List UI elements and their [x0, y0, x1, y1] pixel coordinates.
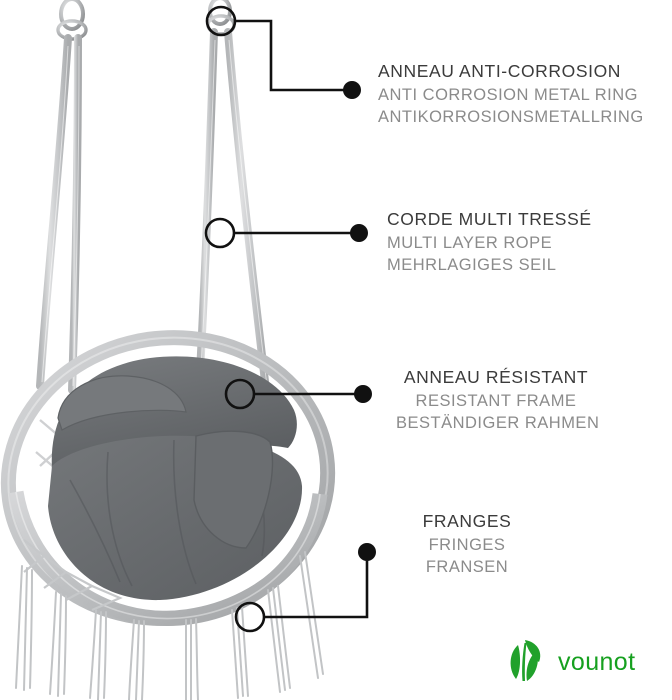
callout-1-secondary-de: ANTIKORROSIONSMETALLRING: [378, 108, 644, 127]
callout-1-primary: ANNEAU ANTI-CORROSION: [378, 61, 622, 81]
callout-anti-corrosion-ring: ANNEAU ANTI-CORROSION ANTI CORROSION MET…: [378, 60, 644, 129]
cushion-folds: [69, 439, 266, 587]
rope-braid-texture: [41, 39, 268, 387]
leaf-icon: [505, 637, 549, 688]
product-photo: [0, 0, 336, 700]
callout-4-primary: FRANGES: [422, 511, 512, 531]
callout-resistant-frame: ANNEAU RÉSISTANT RESISTANT FRAME BESTÄND…: [396, 366, 600, 435]
brand-logo: vounot: [505, 633, 660, 691]
cushion-panel: [193, 430, 274, 549]
callout-3-secondary-en: RESISTANT FRAME: [415, 391, 577, 410]
callout-3-primary: ANNEAU RÉSISTANT: [403, 367, 589, 387]
callout-multi-layer-rope: CORDE MULTI TRESSÉ MULTI LAYER ROPE MEHR…: [387, 208, 592, 277]
cushion-headrest: [57, 375, 187, 431]
callout-1-secondary-en: ANTI CORROSION METAL RING: [378, 85, 639, 104]
metal-ring-left: [56, 0, 88, 41]
brand-wordmark: vounot: [558, 647, 636, 676]
callout-2-secondary-en: MULTI LAYER ROPE: [387, 233, 553, 252]
callout-fringes: FRANGES FRINGES FRANSEN: [392, 510, 542, 579]
callout-2-primary: CORDE MULTI TRESSÉ: [387, 209, 592, 229]
callout-2-secondary-de: MEHRLAGIGES SEIL: [387, 256, 557, 275]
callout-4-secondary-de: FRANSEN: [425, 558, 509, 577]
macrame-knot-band: [23, 539, 123, 612]
callout-4-secondary-en: FRINGES: [428, 535, 506, 554]
callout-3-secondary-de: BESTÄNDIGER RAHMEN: [396, 414, 600, 433]
